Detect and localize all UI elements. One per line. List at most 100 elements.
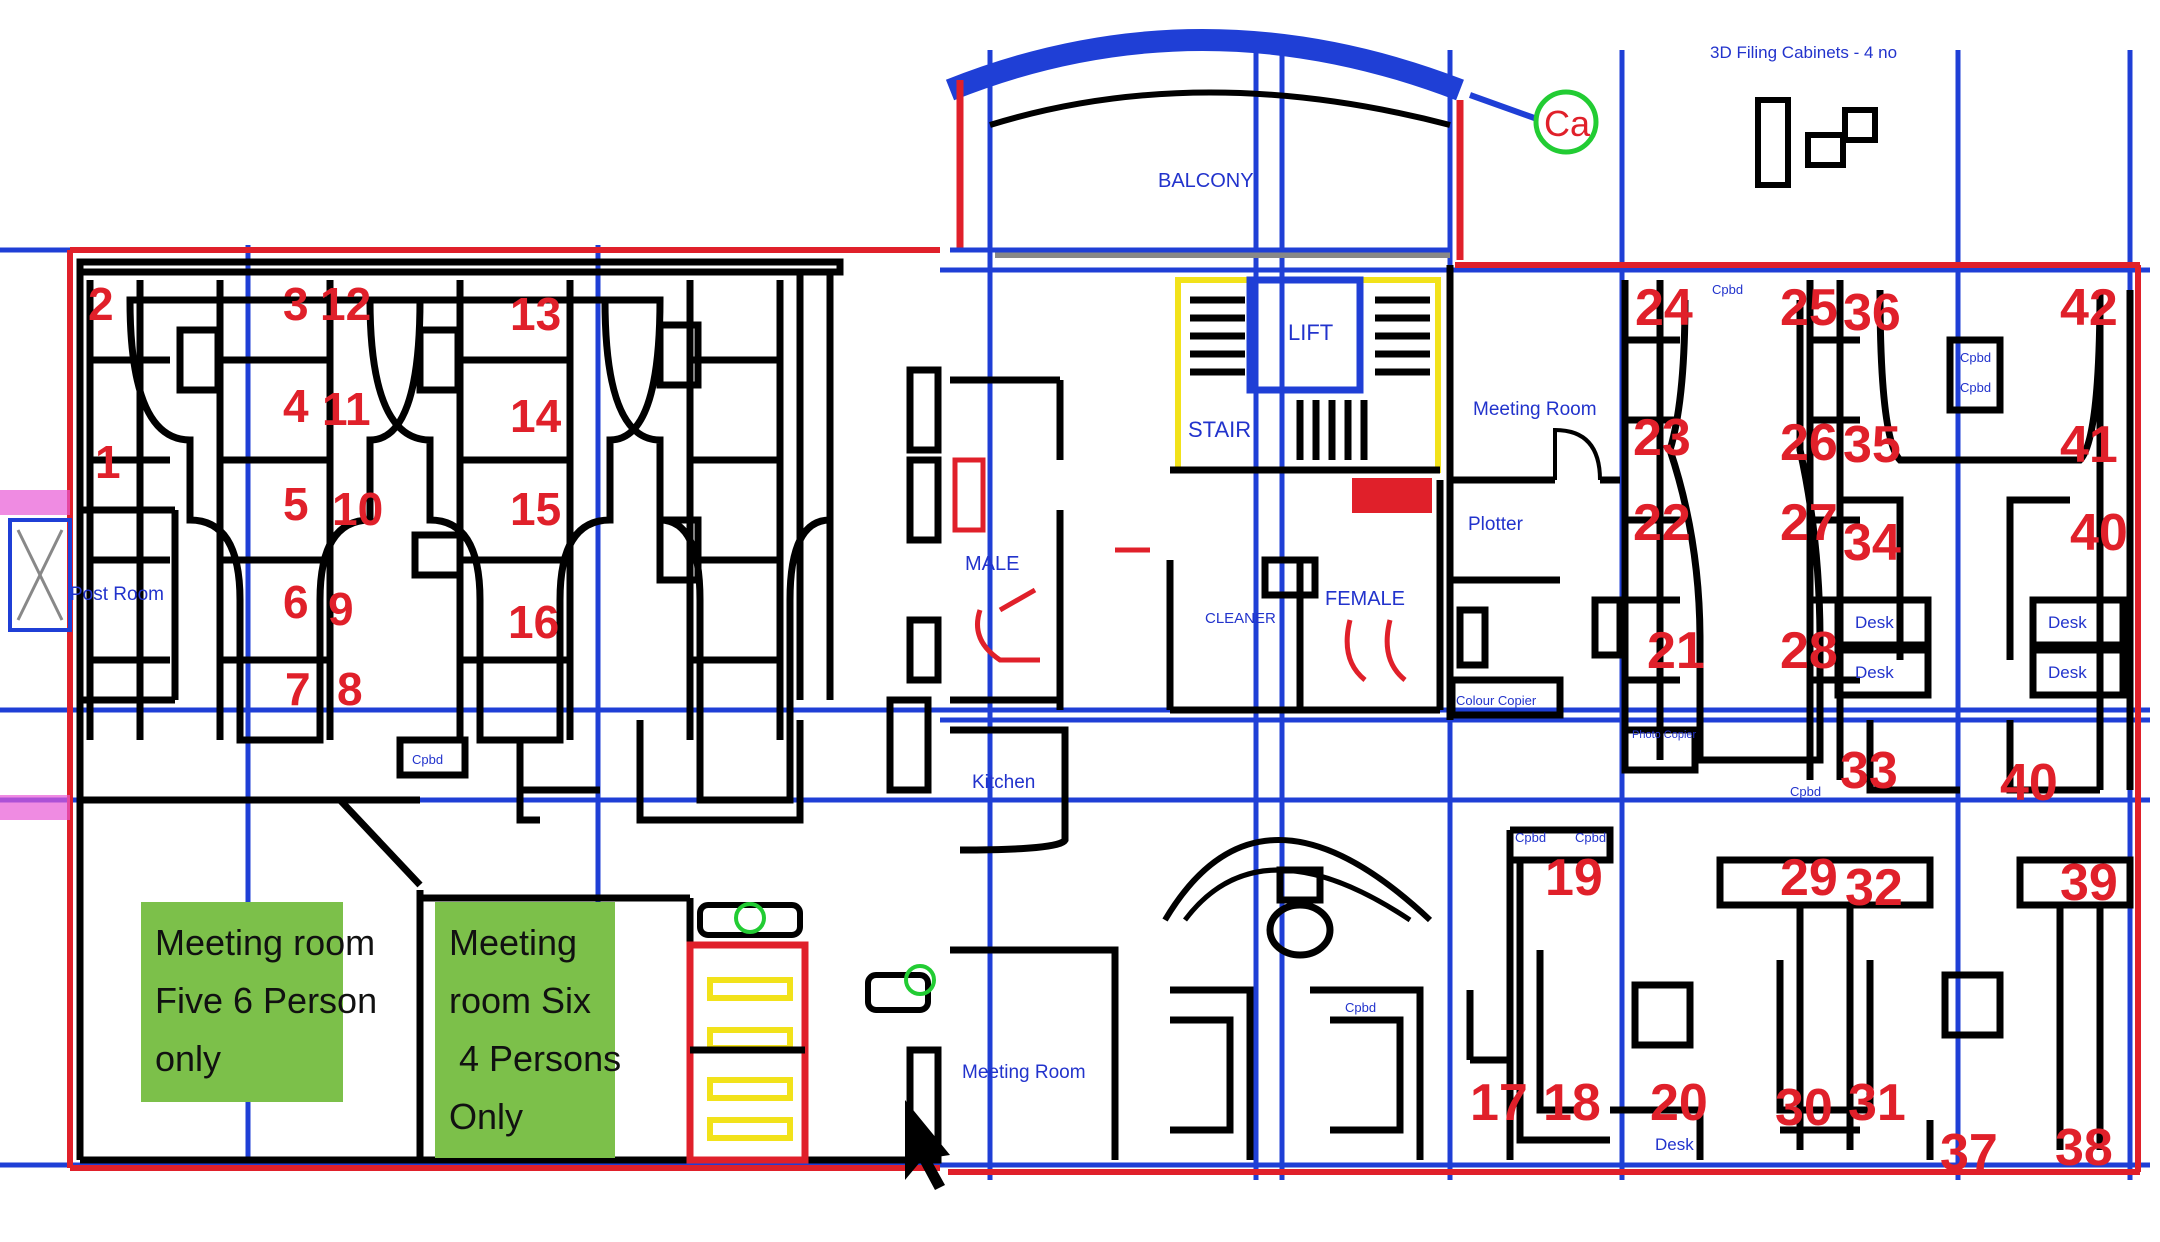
desk-number: 13 xyxy=(510,288,561,340)
male-toilet-label: MALE xyxy=(965,553,1019,575)
meeting-room-six-line-2: room Six xyxy=(449,980,592,1021)
walls-left-wing xyxy=(76,258,940,1164)
mouse-cursor-icon xyxy=(905,1100,950,1190)
post-room-label: Post Room xyxy=(70,584,164,605)
desk-number: 9 xyxy=(328,583,354,635)
kitchen-label: Kitchen xyxy=(972,772,1035,793)
ca-marker-label: Ca xyxy=(1544,103,1591,144)
desk-number: 23 xyxy=(1633,409,1691,467)
desk-number: 24 xyxy=(1635,279,1693,337)
meeting-room-six-label: Meeting room Six 4 Persons Only xyxy=(435,902,622,1158)
stair-label: STAIR xyxy=(1188,417,1251,442)
desk-number: 2 xyxy=(88,278,114,330)
desk-number: 27 xyxy=(1780,494,1838,552)
desk-number: 30 xyxy=(1775,1079,1833,1137)
cupboard-label: Cpbd xyxy=(1515,830,1546,845)
cupboard-label: Cpbd xyxy=(1575,830,1606,845)
desk-number: 8 xyxy=(337,663,363,715)
desk-number: 20 xyxy=(1650,1074,1708,1132)
meeting-room-top-label: Meeting Room xyxy=(1473,399,1597,420)
desk-number: 5 xyxy=(283,478,309,530)
desk-number: 35 xyxy=(1843,416,1901,474)
desk-number: 39 xyxy=(2060,854,2118,912)
building-boundary xyxy=(67,247,2141,1175)
chair-icon xyxy=(904,964,936,996)
meeting-room-six-line-4: Only xyxy=(449,1096,524,1137)
meeting-room-five-line-1: Meeting room xyxy=(155,922,376,963)
desk-number: 26 xyxy=(1780,414,1838,472)
desk-number: 3 xyxy=(283,278,309,330)
desk-number: 40 xyxy=(2000,754,2058,812)
desk-number: 25 xyxy=(1780,279,1838,337)
plotter-label: Plotter xyxy=(1468,514,1524,535)
desk-number: 12 xyxy=(320,278,371,330)
cupboard-label: Cpbd xyxy=(1960,350,1991,365)
desk-number: 11 xyxy=(322,383,371,435)
meeting-room-five-label: Meeting room Five 6 Person only xyxy=(141,902,378,1102)
desk-number: 42 xyxy=(2060,279,2118,337)
desk-number: 16 xyxy=(508,596,559,648)
desk-number: 22 xyxy=(1633,494,1691,552)
desk-labels-right: Desk Desk Desk Desk Desk Cpbd Cpbd Cpbd … xyxy=(1345,282,2087,1154)
cupboard-label: Cpbd xyxy=(1712,282,1743,297)
desk-label: Desk xyxy=(2048,663,2087,682)
meeting-room-five-line-2: Five 6 Person xyxy=(155,980,378,1021)
desk-number: 19 xyxy=(1545,849,1603,907)
cleaner-label: CLEANER xyxy=(1205,610,1276,627)
ca-marker-icon xyxy=(1533,89,1599,155)
lift-stair-core: LIFT STAIR xyxy=(1170,276,1441,513)
desk-number: 6 xyxy=(283,576,309,628)
meeting-room-top xyxy=(1446,265,1624,720)
kitchen-meeting-area xyxy=(950,726,1433,1160)
toilets xyxy=(950,376,1444,714)
desk-number: 17 xyxy=(1470,1074,1528,1132)
meeting-room-bottom-label: Meeting Room xyxy=(962,1062,1086,1083)
meeting-room-six-line-1: Meeting xyxy=(449,922,578,963)
cupboard-labels-left: Cpbd xyxy=(412,752,443,767)
desk-number: 15 xyxy=(510,483,561,535)
post-room xyxy=(0,490,72,820)
desk-number: 21 xyxy=(1647,622,1705,680)
meeting-room-six-line-3: 4 Persons xyxy=(449,1038,622,1079)
desk-number: 14 xyxy=(510,390,562,442)
desk-label: Desk xyxy=(2048,613,2087,632)
balcony: Ca xyxy=(945,29,1599,260)
desk-clusters-left xyxy=(86,270,942,1164)
desk-label: Desk xyxy=(1855,663,1894,682)
desk-numbers: 2 1 3 12 13 4 11 14 5 10 15 6 9 16 7 8 2… xyxy=(88,278,2128,1182)
desk-number: 38 xyxy=(2055,1119,2113,1177)
cupboard-label: Cpbd xyxy=(1960,380,1991,395)
desk-number: 34 xyxy=(1843,514,1901,572)
desk-clusters-right xyxy=(1466,280,2134,1160)
lift-label: LIFT xyxy=(1288,320,1333,345)
desk-label: Desk xyxy=(1655,1135,1694,1154)
meeting-room-furniture xyxy=(686,902,936,1164)
cupboard-label: Cpbd xyxy=(1790,784,1821,799)
desk-number: 41 xyxy=(2060,416,2118,474)
desk-number: 4 xyxy=(283,380,309,432)
desk-number: 29 xyxy=(1780,849,1838,907)
desk-number: 28 xyxy=(1780,622,1838,680)
chair-icon xyxy=(734,902,766,934)
cupboard-label: Cpbd xyxy=(412,752,443,767)
meeting-room-five-line-3: only xyxy=(155,1038,222,1079)
filing-cabinets-label: 3D Filing Cabinets - 4 no xyxy=(1710,43,1897,62)
desk-number: 7 xyxy=(285,663,311,715)
desk-number: 36 xyxy=(1843,284,1901,342)
photo-copier-label: Photo Copier xyxy=(1632,729,1697,741)
colour-copier-label: Colour Copier xyxy=(1456,693,1537,708)
desk-number: 33 xyxy=(1840,742,1898,800)
desk-number: 18 xyxy=(1543,1074,1601,1132)
filing-cabinets xyxy=(1755,97,1878,188)
desk-number: 32 xyxy=(1845,859,1903,917)
desk-number: 1 xyxy=(95,436,121,488)
cupboard-label: Cpbd xyxy=(1345,1000,1376,1015)
desk-number: 10 xyxy=(332,483,383,535)
desk-number: 40 xyxy=(2070,504,2128,562)
desk-label: Desk xyxy=(1855,613,1894,632)
balcony-label: BALCONY xyxy=(1158,170,1254,192)
desk-number: 37 xyxy=(1940,1124,1998,1182)
desk-number: 31 xyxy=(1848,1074,1906,1132)
female-toilet-label: FEMALE xyxy=(1325,588,1405,610)
